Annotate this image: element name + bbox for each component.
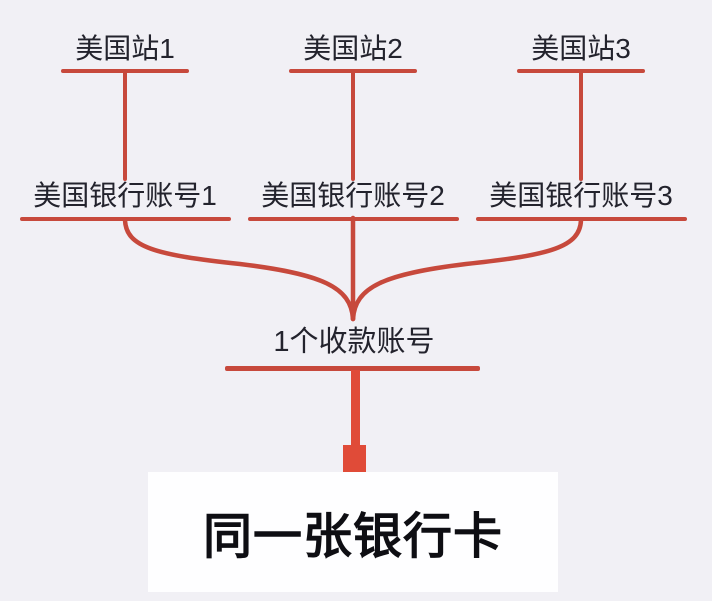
bank-account-2-label: 美国银行账号2 [261,180,445,211]
site-3-label: 美国站3 [531,33,631,64]
bank-account-2-underline [248,217,459,221]
site-1-connector-line [123,71,127,181]
card-connector-stem [351,370,360,446]
site-1-label: 美国站1 [75,33,175,64]
merge-curve-right [350,217,584,322]
receiving-account-label: 1个收款账号 [273,326,435,358]
site-2-label: 美国站2 [303,33,403,64]
receiving-account-underline [225,366,480,371]
bank-account-1-underline [20,217,231,221]
bank-card-box: 同一张银行卡 [148,472,558,592]
site-2-connector-line [351,71,355,181]
card-connector-cap [343,445,366,472]
site-3-connector-line [579,71,583,181]
merge-curve-left [122,217,356,322]
bank-account-1-label: 美国银行账号1 [33,180,217,211]
bank-card-label: 同一张银行卡 [202,509,503,564]
bank-account-3-underline [476,217,687,221]
bank-account-3-label: 美国银行账号3 [489,180,673,211]
